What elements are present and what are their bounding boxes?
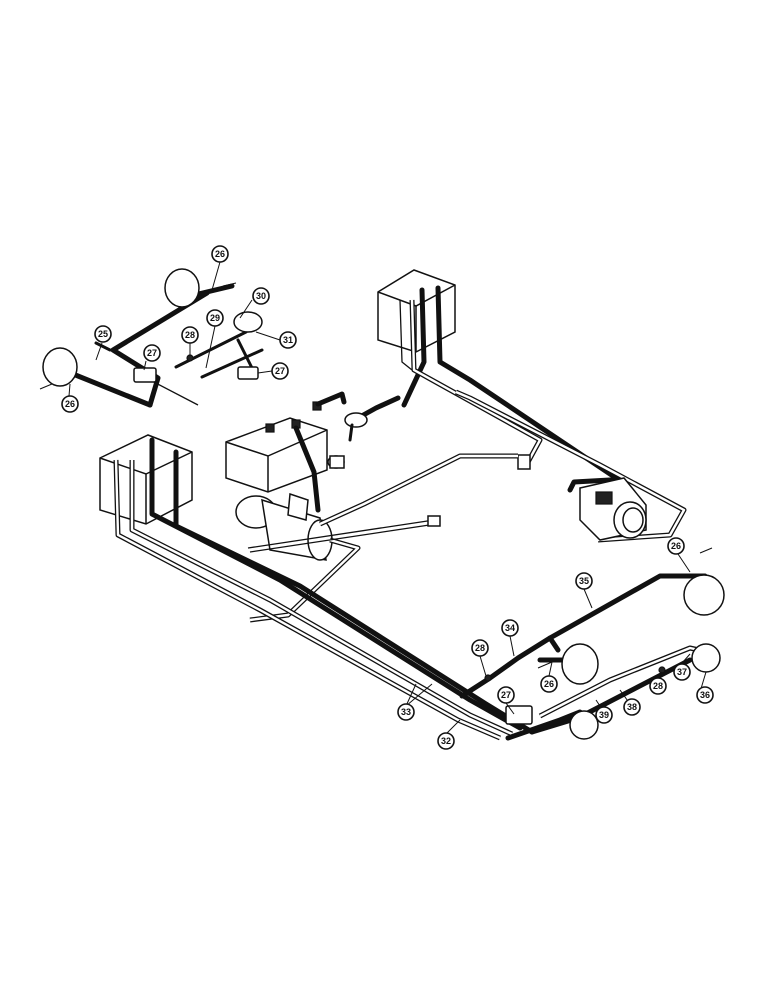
junction-28b: [484, 674, 492, 682]
starter-motor-center: [235, 492, 333, 561]
callout-35: 35: [575, 572, 593, 590]
callout-28-right: 28: [649, 677, 667, 695]
fuel-sender: [327, 395, 401, 469]
callout-label: 29: [210, 313, 220, 323]
battery-center: [225, 401, 328, 493]
callout-28-mid: 28: [471, 639, 489, 657]
callout-label: 28: [653, 681, 663, 691]
callout-32: 32: [437, 732, 455, 750]
callout-label: 26: [65, 399, 75, 409]
callout-label: 32: [441, 736, 451, 746]
callout-26-top: 26: [211, 245, 229, 263]
callout-label: 27: [275, 366, 285, 376]
callout-26-left: 26: [61, 395, 79, 413]
callout-37: 37: [673, 663, 691, 681]
tail-light-rear-mid: [561, 643, 599, 685]
callout-label: 35: [579, 576, 589, 586]
callout-27-left: 27: [143, 344, 161, 362]
battery-box-left: [99, 434, 193, 525]
callout-label: 25: [98, 329, 108, 339]
callout-33: 33: [397, 703, 415, 721]
callout-39: 39: [595, 706, 613, 724]
callout-leaders: [68, 261, 707, 735]
headlight-left-upper: [164, 268, 200, 308]
callout-26-mid: 26: [540, 675, 558, 693]
rod-end: [427, 515, 441, 527]
callout-label: 38: [627, 702, 637, 712]
front-light-harness: [39, 282, 264, 408]
callout-label: 30: [256, 291, 266, 301]
callout-38: 38: [623, 698, 641, 716]
callout-30: 30: [252, 287, 270, 305]
callout-28-upper: 28: [181, 326, 199, 344]
callout-label: 37: [677, 667, 687, 677]
sender-unit: [517, 454, 531, 470]
callout-25: 25: [94, 325, 112, 343]
headlight-left-lower: [42, 347, 78, 387]
tail-light-rear-lower: [569, 710, 599, 740]
connector-27-left: [133, 367, 157, 383]
callout-27-small: 27: [271, 362, 289, 380]
starter-motor-right: [579, 477, 647, 541]
callout-26-right: 26: [667, 537, 685, 555]
callout-label: 36: [700, 690, 710, 700]
callout-label: 28: [185, 330, 195, 340]
callout-label: 27: [501, 690, 511, 700]
flasher-36: [691, 643, 721, 673]
callout-label: 39: [599, 710, 609, 720]
horn: [233, 311, 263, 333]
callout-label: 27: [147, 348, 157, 358]
battery-box-right: [377, 269, 456, 353]
callout-29: 29: [206, 309, 224, 327]
callout-31: 31: [279, 331, 297, 349]
callout-34: 34: [501, 619, 519, 637]
connector-27-rear: [505, 705, 533, 725]
callout-label: 26: [544, 679, 554, 689]
connector-27-small: [237, 366, 259, 380]
callout-36: 36: [696, 686, 714, 704]
callout-label: 26: [671, 541, 681, 551]
callout-label: 31: [283, 335, 293, 345]
callout-label: 26: [215, 249, 225, 259]
callout-label: 33: [401, 707, 411, 717]
callout-27-rear: 27: [497, 686, 515, 704]
callout-label: 28: [475, 643, 485, 653]
callout-label: 34: [505, 623, 515, 633]
tail-light-rear-right: [683, 574, 725, 616]
